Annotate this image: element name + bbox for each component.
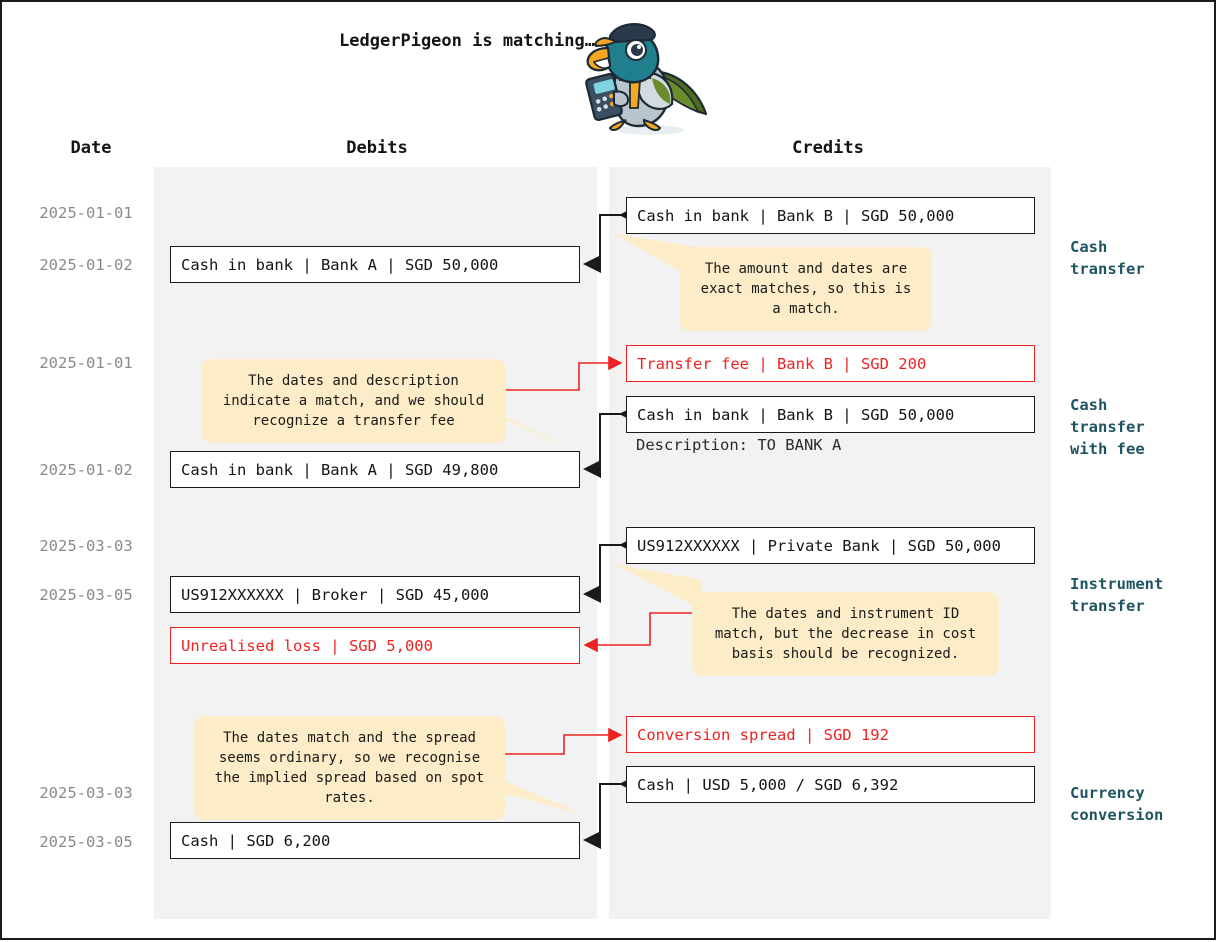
debit-entry[interactable]: Cash in bank | Bank A | SGD 50,000 [170, 246, 580, 283]
date-label: 2025-03-03 [39, 784, 133, 802]
date-label: 2025-01-01 [39, 354, 133, 372]
debit-adjustment-entry[interactable]: Unrealised loss | SGD 5,000 [170, 627, 580, 664]
group-label: Cash transfer with fee [1070, 396, 1145, 458]
credit-adjustment-entry[interactable]: Transfer fee | Bank B | SGD 200 [626, 345, 1035, 382]
callout-note: The amount and dates are exact matches, … [680, 247, 932, 331]
column-header-date: Date [70, 138, 112, 158]
credit-entry[interactable]: Cash in bank | Bank B | SGD 50,000 [626, 396, 1035, 433]
group-label: Instrument transfer [1070, 575, 1164, 615]
debit-entry[interactable]: Cash | SGD 6,200 [170, 822, 580, 859]
date-label: 2025-01-02 [39, 256, 133, 274]
callout-note: The dates match and the spread seems ord… [194, 716, 505, 820]
credit-entry-description: Description: TO BANK A [636, 436, 842, 454]
pigeon-accountant-mascot-icon [585, 23, 708, 135]
credit-adjustment-entry[interactable]: Conversion spread | SGD 192 [626, 716, 1035, 753]
credit-entry[interactable]: US912XXXXXX | Private Bank | SGD 50,000 [626, 527, 1035, 564]
credit-entry[interactable]: Cash | USD 5,000 / SGD 6,392 [626, 766, 1035, 803]
credit-entry[interactable]: Cash in bank | Bank B | SGD 50,000 [626, 197, 1035, 234]
column-header-credits: Credits [792, 138, 864, 158]
page-title: LedgerPigeon is matching… [339, 31, 595, 51]
callout-note: The dates and instrument ID match, but t… [692, 592, 999, 676]
date-label: 2025-03-03 [39, 537, 133, 555]
column-header-debits: Debits [346, 138, 408, 158]
debit-entry[interactable]: Cash in bank | Bank A | SGD 49,800 [170, 451, 580, 488]
date-label: 2025-03-05 [39, 833, 133, 851]
debit-entry[interactable]: US912XXXXXX | Broker | SGD 45,000 [170, 576, 580, 613]
date-label: 2025-01-01 [39, 204, 133, 222]
callout-note: The dates and description indicate a mat… [201, 359, 506, 443]
date-label: 2025-03-05 [39, 586, 133, 604]
group-label: Cash transfer [1070, 238, 1145, 278]
group-label: Currency conversion [1070, 784, 1164, 824]
date-label: 2025-01-02 [39, 461, 133, 479]
